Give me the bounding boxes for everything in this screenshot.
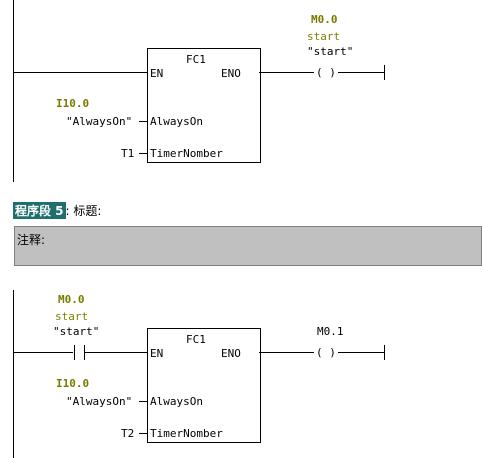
right-stub [384,65,385,80]
operand-symbol[interactable]: "AlwaysOn" [66,395,133,408]
pin-en: EN [150,67,164,80]
operand-address[interactable]: I10.0 [56,97,90,110]
coil-symbol-name[interactable]: "start" [307,45,354,58]
pin-en: EN [150,347,164,360]
rung-wire [13,72,147,73]
pin-eno: ENO [221,347,241,360]
pin-alwayson: AlwaysOn [150,115,203,128]
pin-timernomber: TimerNomber [150,427,223,440]
contact-right-bar[interactable] [84,345,85,360]
input-wire-timer [139,433,147,434]
output-wire [338,352,384,353]
fc1-block[interactable] [147,48,261,163]
input-wire-alwayson [139,401,147,402]
block-name: FC1 [186,333,206,346]
rung-wire [13,352,73,353]
pin-eno: ENO [221,67,241,80]
comment-bar[interactable]: 注释: [14,226,482,266]
contact-left-bar[interactable] [74,345,75,360]
contact-symbol-name[interactable]: "start" [53,325,100,338]
coil-comment: start [307,30,341,43]
coil-symbol[interactable]: ( ) [316,346,336,359]
segment-header[interactable]: 程序段 5: 标题: [13,202,101,219]
segment-title-label: : 标题: [65,204,102,218]
comment-label: 注释: [17,233,46,247]
operand-symbol[interactable]: "AlwaysOn" [66,115,133,128]
output-wire [259,352,314,353]
rung-wire [85,352,147,353]
coil-address[interactable]: M0.0 [311,13,338,26]
right-stub [384,345,385,360]
pin-timernomber: TimerNomber [150,147,223,160]
input-wire-alwayson [139,121,147,122]
output-wire [338,72,384,73]
coil-symbol[interactable]: ( ) [316,66,336,79]
power-rail-network-2 [13,290,14,458]
contact-comment: start [55,310,89,323]
output-wire [259,72,314,73]
pin-alwayson: AlwaysOn [150,395,203,408]
input-wire-timer [139,153,147,154]
coil-address[interactable]: M0.1 [317,325,344,338]
operand-address[interactable]: I10.0 [56,377,90,390]
segment-badge[interactable]: 程序段 5 [13,202,66,219]
fc1-block[interactable] [147,328,261,443]
operand-timer[interactable]: T2 [121,427,135,440]
operand-timer[interactable]: T1 [121,147,135,160]
power-rail-network-1 [13,0,14,182]
contact-address[interactable]: M0.0 [58,293,85,306]
block-name: FC1 [186,53,206,66]
